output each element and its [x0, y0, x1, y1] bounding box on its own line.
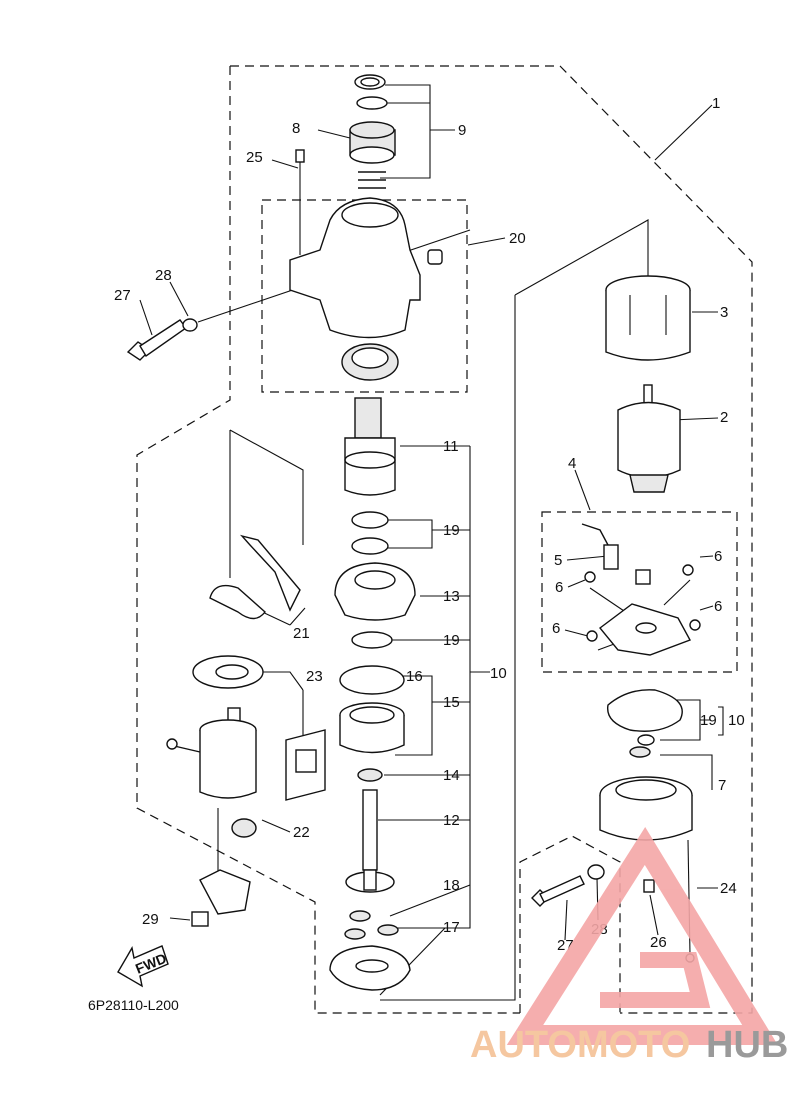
brush-holder-4: [581, 523, 701, 656]
shaft-12: [345, 789, 395, 893]
callout-19a: 19: [443, 522, 460, 539]
shift-lever-21: [209, 534, 301, 620]
fwd-arrow: FWD: [117, 945, 169, 988]
callout-4: 4: [568, 455, 576, 472]
callout-15: 15: [443, 694, 460, 711]
callout-8: 8: [292, 120, 300, 137]
brush-plate: [606, 689, 683, 758]
callout-6d: 6: [552, 620, 560, 637]
callout-11: 11: [443, 438, 459, 455]
callout-3: 3: [720, 304, 728, 321]
callout-23: 23: [306, 668, 323, 685]
ring-16: [339, 665, 405, 695]
relay-23: [285, 729, 326, 801]
planet-gear-18c: [377, 924, 399, 936]
gear-housing-13: [334, 562, 416, 621]
callout-6c: 6: [714, 598, 722, 615]
terminal-29: [191, 869, 251, 927]
callout-12: 12: [443, 812, 460, 829]
plate-17: [329, 945, 411, 991]
planet-gear-18b: [344, 928, 366, 940]
watermark-logo: [506, 827, 778, 1045]
leader-lines: [139, 84, 724, 1001]
callout-24: 24: [720, 880, 737, 897]
callout-7: 7: [718, 777, 726, 794]
watermark-part2: HUB: [706, 1024, 788, 1066]
parts: [126, 74, 701, 991]
bolt-27-left: [126, 318, 198, 361]
clip-19b: [351, 537, 389, 555]
callout-21: 21: [293, 625, 310, 642]
bushing-14: [357, 768, 383, 782]
internal-gear-15: [339, 702, 405, 754]
callout-14: 14: [443, 767, 460, 784]
fwd-label: FWD: [133, 950, 169, 977]
callout-2: 2: [720, 409, 728, 426]
pinion-stack: [349, 74, 396, 189]
callout-19c: 19: [700, 712, 717, 729]
long-bolt-25: [295, 149, 305, 255]
callout-16: 16: [406, 668, 423, 685]
washer-19: [351, 631, 393, 649]
seal-plate: [192, 655, 264, 689]
callout-25: 25: [246, 149, 263, 166]
watermark-part1: AUTOMOTO: [470, 1024, 690, 1066]
diagram-code: 6P28110-L200: [88, 997, 179, 1013]
callout-27a: 27: [114, 287, 131, 304]
callout-26: 26: [650, 934, 667, 951]
solenoid-22: [166, 707, 257, 838]
gear-shaft-11: [344, 397, 396, 496]
callout-18: 18: [443, 877, 460, 894]
rear-cover-7: [599, 776, 693, 841]
callout-20: 20: [509, 230, 526, 247]
callout-1: 1: [712, 95, 720, 112]
callout-6a: 6: [714, 548, 722, 565]
armature-2: [617, 384, 681, 493]
callout-10a: 10: [490, 665, 507, 682]
watermark-text: AUTOMOTO HUB: [470, 1024, 788, 1066]
planet-gear-18a: [349, 910, 371, 922]
clip-19a: [351, 511, 389, 529]
callout-5: 5: [554, 552, 562, 569]
callout-22: 22: [293, 824, 310, 841]
callout-6b: 6: [555, 579, 563, 596]
callout-29: 29: [142, 911, 159, 928]
callout-9: 9: [458, 122, 466, 139]
assembly-outlines: [136, 65, 753, 1014]
yoke-3: [605, 275, 691, 361]
front-bracket-20: [289, 197, 443, 381]
callout-17: 17: [443, 919, 460, 936]
callout-19b: 19: [443, 632, 460, 649]
bolt-27-right: [531, 864, 655, 907]
callout-10b: 10: [728, 712, 745, 729]
callout-28a: 28: [155, 267, 172, 284]
callout-13: 13: [443, 588, 460, 605]
